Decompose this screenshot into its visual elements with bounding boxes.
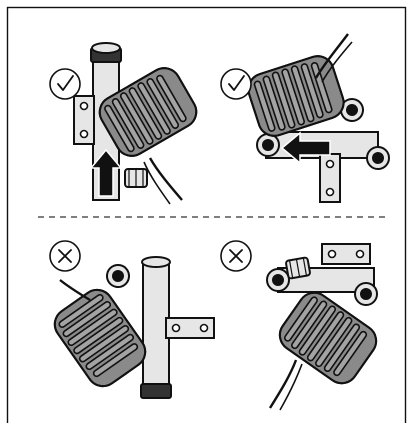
panel-top-left [49,42,204,205]
check-icon [49,68,81,100]
cross-icon [49,240,81,272]
flow-arrow-up [89,148,123,197]
panel-bottom-right [220,240,384,411]
pump-bottom-right [266,243,384,411]
pump-top-right [243,33,390,203]
pump-top-left [73,42,204,205]
cross-icon [220,240,252,272]
flow-arrow-left [280,131,331,165]
check-icon [220,68,252,100]
pump-bottom-left [47,256,215,399]
panel-top-right [220,33,390,203]
panel-bottom-left [47,240,215,399]
